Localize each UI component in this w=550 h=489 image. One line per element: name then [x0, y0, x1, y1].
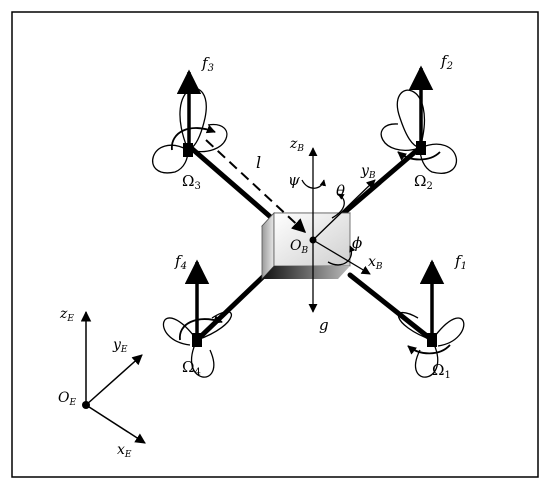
omega1-label-sub: 1	[444, 370, 450, 381]
f1-label: f	[454, 252, 463, 270]
svg-text:zE: zE	[59, 306, 74, 324]
f4-label: f	[174, 252, 183, 270]
svg-text:yE: yE	[112, 337, 128, 355]
yE-label: y	[112, 337, 122, 353]
f4-label-sub: 4	[180, 261, 187, 272]
gravity-label: g	[319, 316, 329, 334]
propeller-3	[151, 87, 228, 174]
yE-label-sub: E	[120, 345, 128, 355]
omega3-label: Ω	[182, 172, 194, 190]
svg-text:f4: f4	[174, 252, 187, 272]
body-origin-dot	[309, 236, 317, 244]
svg-text:zB: zB	[289, 136, 304, 154]
xE-label: x	[117, 442, 125, 458]
spin-omega2-arrow	[397, 151, 441, 161]
OB-label: O	[290, 238, 302, 254]
xB-label-sub: B	[375, 262, 383, 272]
yB-label: y	[360, 163, 370, 179]
earth-origin-dot	[82, 401, 90, 409]
svg-text:f3: f3	[201, 54, 214, 74]
earth-axes	[80, 310, 146, 444]
svg-text:OE: OE	[58, 390, 76, 408]
yB-label-sub: B	[368, 171, 376, 181]
OE-label-sub: E	[68, 398, 76, 408]
svg-text:Ω3: Ω3	[182, 172, 201, 192]
omega4-label: Ω	[182, 358, 194, 376]
zB-label-sub: B	[296, 144, 304, 154]
xE-label-sub: E	[124, 450, 132, 460]
zE-label-sub: E	[66, 314, 74, 324]
propeller-4	[162, 311, 233, 378]
f3-label: f	[201, 54, 210, 72]
frame-border	[11, 11, 539, 478]
propeller-1	[398, 312, 465, 378]
body-axes	[301, 147, 376, 313]
svg-text:Ω1: Ω1	[432, 361, 451, 381]
svg-text:Ω4: Ω4	[182, 358, 201, 378]
f3-label-sub: 3	[208, 63, 214, 74]
svg-text:OB: OB	[290, 238, 308, 256]
zB-label: z	[289, 136, 298, 152]
zE-label: z	[59, 306, 68, 322]
theta-label: θ	[336, 182, 345, 200]
f2-label: f	[440, 52, 449, 70]
propeller-2	[380, 89, 458, 174]
omega2-label-sub: 2	[426, 181, 432, 192]
svg-text:xB: xB	[368, 254, 383, 272]
omega4-label-sub: 4	[194, 367, 200, 378]
arm-length-dashed	[205, 139, 307, 233]
f2-label-sub: 2	[446, 61, 453, 72]
OE-label: O	[58, 390, 70, 406]
omega3-label-sub: 3	[194, 181, 200, 192]
spin-omega1-arrow	[407, 344, 451, 355]
psi-label: ψ	[288, 171, 300, 189]
svg-text:yB: yB	[360, 163, 376, 181]
spin-omega3-arrow	[171, 124, 216, 151]
xB-label: x	[368, 254, 376, 270]
arm-length-label: l	[256, 153, 261, 172]
f1-label-sub: 1	[461, 261, 467, 272]
phi-label: ϕ	[352, 234, 362, 252]
svg-text:f1: f1	[454, 252, 467, 272]
svg-text:xE: xE	[117, 442, 132, 460]
spin-omega4-arrow	[179, 315, 223, 341]
omega1-label: Ω	[432, 361, 444, 379]
svg-text:f2: f2	[440, 52, 453, 72]
omega2-label: Ω	[414, 172, 426, 190]
OB-label-sub: B	[300, 246, 308, 256]
svg-text:Ω2: Ω2	[414, 172, 433, 192]
